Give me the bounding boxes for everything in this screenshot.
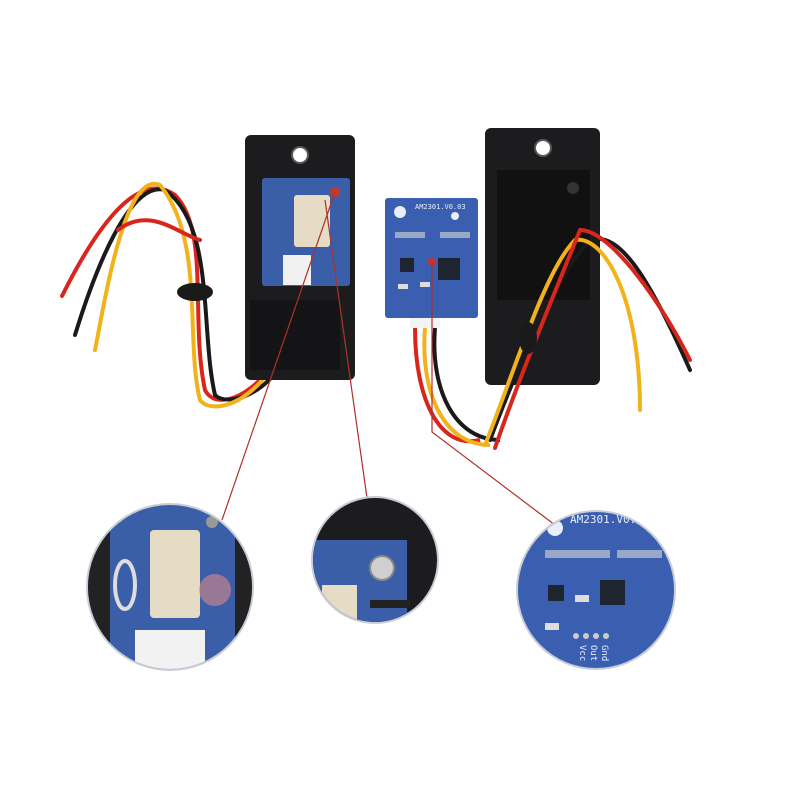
left-sensor-housing xyxy=(245,135,355,380)
leader-lines xyxy=(221,191,556,526)
board-label-zoomed: AM2301.V0. xyxy=(570,513,636,526)
board-label: AM2301.V0.03 xyxy=(415,203,466,211)
detail-circle-pcb: AM2301.V0. Vcc Out Gnd xyxy=(516,510,676,670)
cable-tie-left xyxy=(177,283,213,301)
pin-label-gnd: Gnd xyxy=(599,645,609,661)
pin-label-vcc: Vcc xyxy=(577,645,587,661)
pin-label-out: Out xyxy=(588,645,598,661)
detail-circle-sensor xyxy=(86,503,254,671)
connector xyxy=(283,255,311,285)
detail-circle-housing-screw xyxy=(311,496,439,624)
right-wire-bundle xyxy=(483,227,692,450)
pcb-module: AM2301.V0.03 xyxy=(385,198,478,328)
right-sensor-housing xyxy=(485,128,600,385)
cable-tie-right xyxy=(519,322,537,354)
